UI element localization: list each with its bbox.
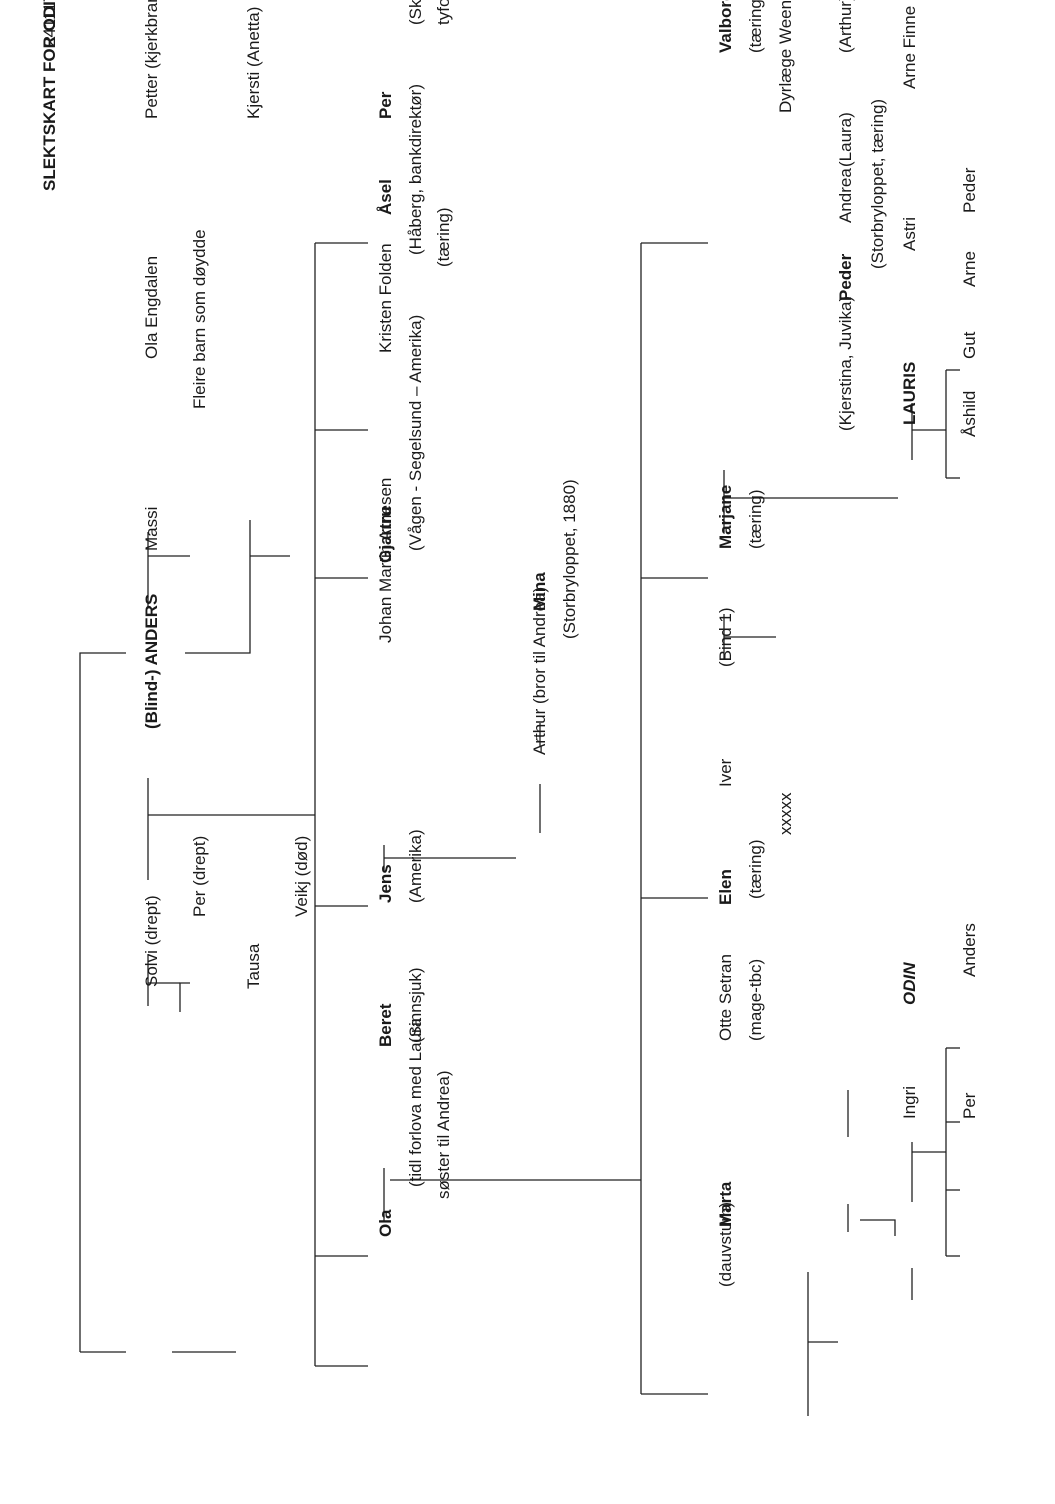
person-per-child: Per — [960, 1092, 979, 1119]
person-dyrlaege-ween: Dyrlæge Ween — [776, 0, 795, 113]
person-jens-note: (Amerika) — [406, 829, 425, 903]
person-per-note1: (Skulle bli lensmann, — [406, 0, 426, 25]
person-lauris: LAURIS — [900, 361, 919, 425]
person-peder-note: (Storbryloppet, tæring) — [868, 98, 887, 269]
connector — [860, 1219, 896, 1236]
person-ingri: Ingri — [900, 1085, 919, 1119]
person-anders-child: Anders — [960, 923, 979, 977]
person-valborg: Valborg — [716, 0, 735, 53]
person-petter: Petter (kjerkbrann) — [142, 0, 161, 119]
person-tausa: Tausa — [244, 943, 263, 989]
person-blind-anders: (Blind-) ANDERS — [142, 593, 161, 729]
person-kristen-note: (Håberg, bankdirektør) — [406, 83, 425, 255]
person-ola-note2: søster til Andrea) — [434, 1070, 453, 1200]
person-jens: Jens — [376, 864, 395, 903]
connector — [185, 520, 251, 654]
person-astri: Astri — [900, 217, 919, 251]
person-marjane: Marjane — [716, 484, 735, 549]
person-ashild-child: Åshild — [960, 390, 979, 437]
person-odin: ODIN — [900, 962, 919, 1006]
person-arne-child: Arne — [960, 251, 979, 287]
person-peder-child: Peder — [960, 167, 979, 213]
person-solvi: Solvi (drept) — [142, 895, 161, 987]
note-fleire-barn: Fleire barn som døydde — [190, 229, 209, 409]
person-kristen-folden: Kristen Folden — [376, 243, 395, 353]
connector — [79, 652, 126, 1352]
person-marjane-note2: (tæring) — [746, 489, 765, 549]
person-johan-martin-arnesen: Johan Martin Arnesen — [376, 477, 395, 643]
person-arthur: Arthur (bror til Andrea) — [530, 586, 549, 755]
person-per-drept: Per (drept) — [190, 835, 209, 917]
person-elen: Elen — [716, 869, 735, 905]
person-kjersti: Kjersti (Anetta) — [244, 6, 263, 119]
person-gut-child: Gut — [960, 331, 979, 359]
person-peder: Peder — [836, 253, 855, 301]
person-laura: (Laura) — [836, 112, 855, 167]
person-iver: Iver — [716, 758, 735, 787]
person-asel: Åsel — [376, 179, 395, 215]
person-marjane-note: (Bind 1) — [716, 607, 735, 667]
person-per: Per — [376, 91, 395, 119]
person-kjerstina: (Kjerstina, Juvika) — [836, 295, 855, 431]
note-xxxxx: xxxxx — [776, 792, 795, 836]
person-elen-note: (tæring) — [746, 839, 765, 899]
person-otte-setran: Otte Setran — [716, 954, 735, 1041]
person-arthur-note: (Storbryloppet, 1880) — [560, 479, 579, 639]
person-beret: Beret — [376, 1003, 395, 1047]
person-andrea: Andrea — [836, 168, 855, 223]
person-ola-klokkar: Ola — [376, 1209, 395, 1237]
person-arthur-2: (Arthur) — [836, 0, 855, 53]
chart-title: SLEKTSKART FOR ODIN (II) — [40, 0, 59, 191]
person-asel-note: (tæring) — [434, 207, 453, 267]
person-ola-engdalen: Ola Engdalen — [142, 255, 161, 359]
person-massi: Massi — [142, 506, 161, 551]
person-arne-finne: Arne Finne — [900, 5, 919, 89]
person-otte-note: (mage-tbc) — [746, 958, 765, 1041]
person-valborg-note: (tæring) — [746, 0, 765, 53]
person-veikj: Veikj (død) — [292, 835, 311, 917]
person-per-note2: tyfoidfeber) — [434, 0, 454, 25]
person-ola-note1: (tidl forlova med Laura — [406, 1017, 425, 1187]
person-gjartru-note: (Vågen - Segelsund – Amerika) — [406, 314, 425, 551]
person-marta-note: (dauvstum) — [716, 1201, 735, 1287]
